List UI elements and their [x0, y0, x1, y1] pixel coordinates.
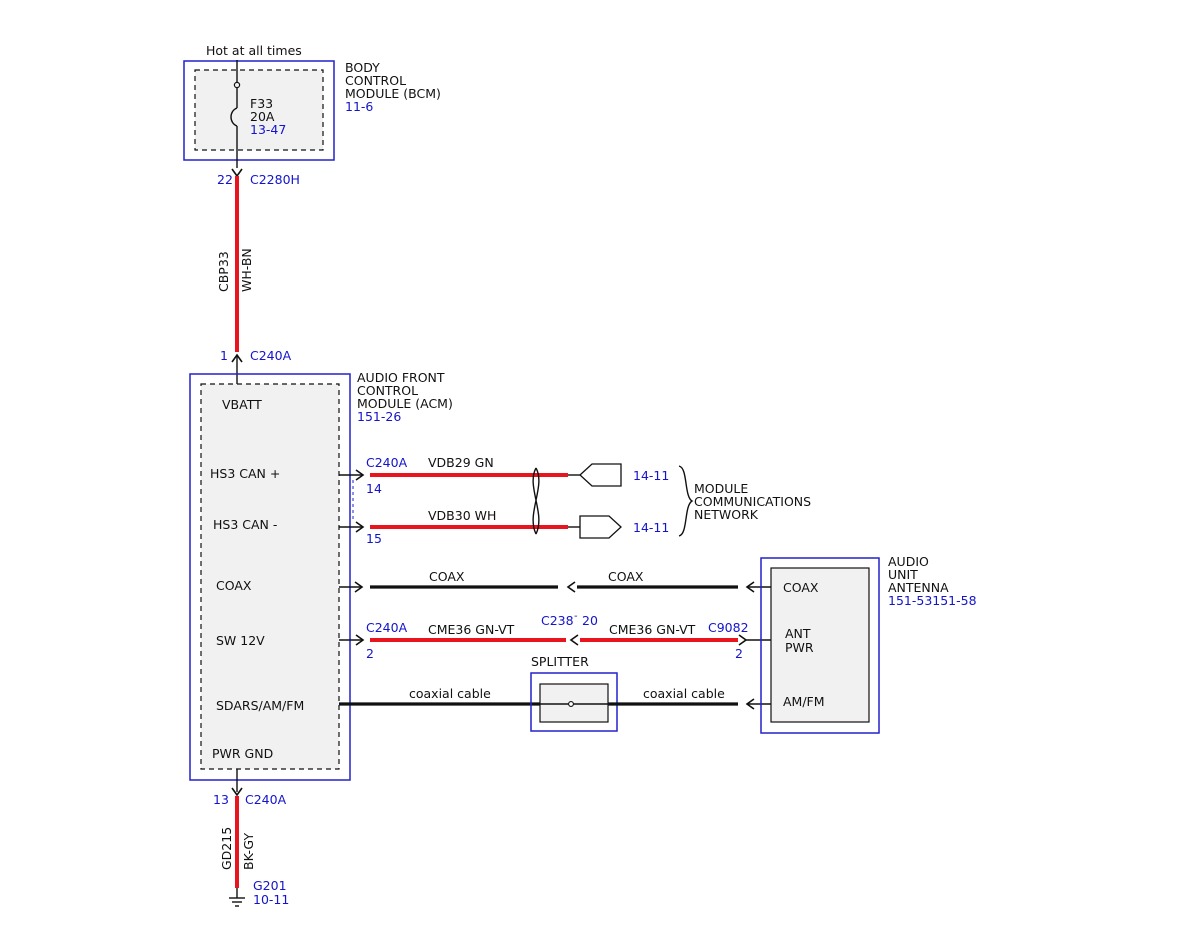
wire-cme36-right-label: CME36 GN-VT — [609, 622, 696, 637]
connector-chevron-coax-inline — [566, 581, 576, 593]
connector-chevron-coax-antenna — [745, 581, 755, 593]
connector-flag-can-plus-icon[interactable] — [579, 463, 622, 487]
bcm-ref-link[interactable]: 11-6 — [345, 99, 373, 114]
antenna-pin-pwr: PWR — [785, 640, 814, 655]
connector-chevron-can-plus — [355, 469, 365, 481]
sw12v-left-connector-link[interactable]: C240A — [366, 620, 408, 635]
acm-module-box[interactable] — [189, 373, 351, 781]
wire-cbp33-color: WH-BN — [239, 248, 254, 292]
fuse-rating: 20A — [250, 109, 275, 124]
wire-gd215-circuit: GD215 — [219, 827, 234, 870]
acm-pin-sdars-am-fm: SDARS/AM/FM — [216, 698, 304, 713]
can-plus-ref-link[interactable]: 14-11 — [633, 468, 669, 483]
splitter-node — [568, 701, 574, 707]
hot-at-all-times-label: Hot at all times — [206, 43, 302, 58]
antenna-module-box[interactable] — [760, 557, 880, 734]
splitter-label: SPLITTER — [531, 654, 589, 669]
antenna-name-line-1: AUDIO — [888, 554, 929, 569]
wire-cbp33-circuit: CBP33 — [216, 251, 231, 292]
acm-name-line-2: CONTROL — [357, 383, 418, 398]
acm-top-connector-link[interactable]: C240A — [250, 348, 292, 363]
antenna-name-line-2: UNIT — [888, 567, 918, 582]
network-name-line-2: COMMUNICATIONS — [694, 494, 811, 509]
connector-chevron-c240a-bottom — [231, 787, 243, 797]
coaxial-cable-left-label: coaxial cable — [409, 686, 491, 701]
acm-pin-sw-12v: SW 12V — [216, 633, 265, 648]
sw12v-right-connector-link[interactable]: C9082 — [708, 620, 749, 635]
acm-ref-link[interactable]: 151-26 — [357, 409, 401, 424]
coaxial-cable-right-label: coaxial cable — [643, 686, 725, 701]
connector-flag-can-minus-icon[interactable] — [579, 515, 622, 539]
fuse-icon — [230, 107, 238, 127]
fuse-ref-link[interactable]: 13-47 — [250, 122, 286, 137]
bcm-connector-link[interactable]: C2280H — [250, 172, 300, 187]
wire-gd215-color: BK-GY — [241, 833, 256, 870]
acm-pin-coax: COAX — [216, 578, 252, 593]
acm-name-line-3: MODULE (ACM) — [357, 396, 453, 411]
fuse-name: F33 — [250, 96, 273, 111]
acm-pin-hs3-can-plus: HS3 CAN + — [210, 466, 280, 481]
splitter-box[interactable] — [530, 672, 618, 732]
network-name-line-3: NETWORK — [694, 507, 759, 522]
network-name-line-1: MODULE — [694, 481, 748, 496]
antenna-pin-amfm: AM/FM — [783, 694, 825, 709]
bcm-inner-box — [194, 69, 324, 151]
acm-ground-connector-link[interactable]: C240A — [245, 792, 287, 807]
acm-inner-box — [200, 383, 340, 770]
antenna-pin-coax: COAX — [783, 580, 819, 595]
connector-chevron-can-minus — [355, 521, 365, 533]
connector-chevron-coax-acm — [354, 581, 364, 593]
bcm-pin-number: 22 — [217, 172, 233, 187]
acm-pin-vbatt: VBATT — [222, 397, 262, 412]
fuse-terminal-top — [233, 81, 241, 89]
connector-chevron-sw12v-acm — [355, 634, 365, 646]
coax-left-label: COAX — [429, 569, 465, 584]
antenna-ref-link[interactable]: 151-53151-58 — [888, 593, 977, 608]
ground-symbol-icon — [229, 897, 245, 907]
network-brace-icon — [678, 465, 694, 537]
antenna-inner-box — [770, 567, 870, 723]
bcm-name-line-3: MODULE (BCM) — [345, 86, 441, 101]
antenna-name-line-3: ANTENNA — [888, 580, 949, 595]
bcm-module-box[interactable] — [183, 60, 335, 161]
ground-ref-link[interactable]: 10-11 — [253, 892, 289, 907]
splitter-inner-box — [539, 683, 609, 723]
can-minus-ref-link[interactable]: 14-11 — [633, 520, 669, 535]
acm-ground-pin-number: 13 — [213, 792, 229, 807]
sw12v-right-pin-number: 2 — [735, 646, 743, 661]
connector-chevron-c240a-top — [231, 353, 243, 363]
wire-vdb29-label: VDB29 GN — [428, 455, 494, 470]
can-connector-link[interactable]: C240A — [366, 455, 408, 470]
inline-connector-dash: - — [574, 611, 578, 622]
inline-connector-pin: 20 — [582, 613, 598, 628]
wire-vdb30-label: VDB30 WH — [428, 508, 496, 523]
bcm-name-line-2: CONTROL — [345, 73, 406, 88]
twisted-pair-icon — [532, 467, 540, 535]
inline-connector-link[interactable]: C238 — [541, 613, 574, 628]
acm-name-line-1: AUDIO FRONT — [357, 370, 445, 385]
can-minus-pin-number: 15 — [366, 531, 382, 546]
acm-pin-hs3-can-minus: HS3 CAN - — [213, 517, 277, 532]
can-plus-pin-number: 14 — [366, 481, 382, 496]
connector-chevron-c238 — [569, 634, 579, 646]
connector-chevron-c9082 — [738, 634, 748, 646]
ground-link[interactable]: G201 — [253, 878, 287, 893]
antenna-pin-ant: ANT — [785, 626, 811, 641]
connector-chevron-c2280h — [231, 168, 243, 178]
coax-right-label: COAX — [608, 569, 644, 584]
connector-chevron-amfm — [745, 698, 755, 710]
bcm-name-line-1: BODY — [345, 60, 380, 75]
sw12v-left-pin-number: 2 — [366, 646, 374, 661]
acm-top-pin-number: 1 — [220, 348, 228, 363]
wire-cme36-left-label: CME36 GN-VT — [428, 622, 515, 637]
acm-pin-pwr-gnd: PWR GND — [212, 746, 273, 761]
